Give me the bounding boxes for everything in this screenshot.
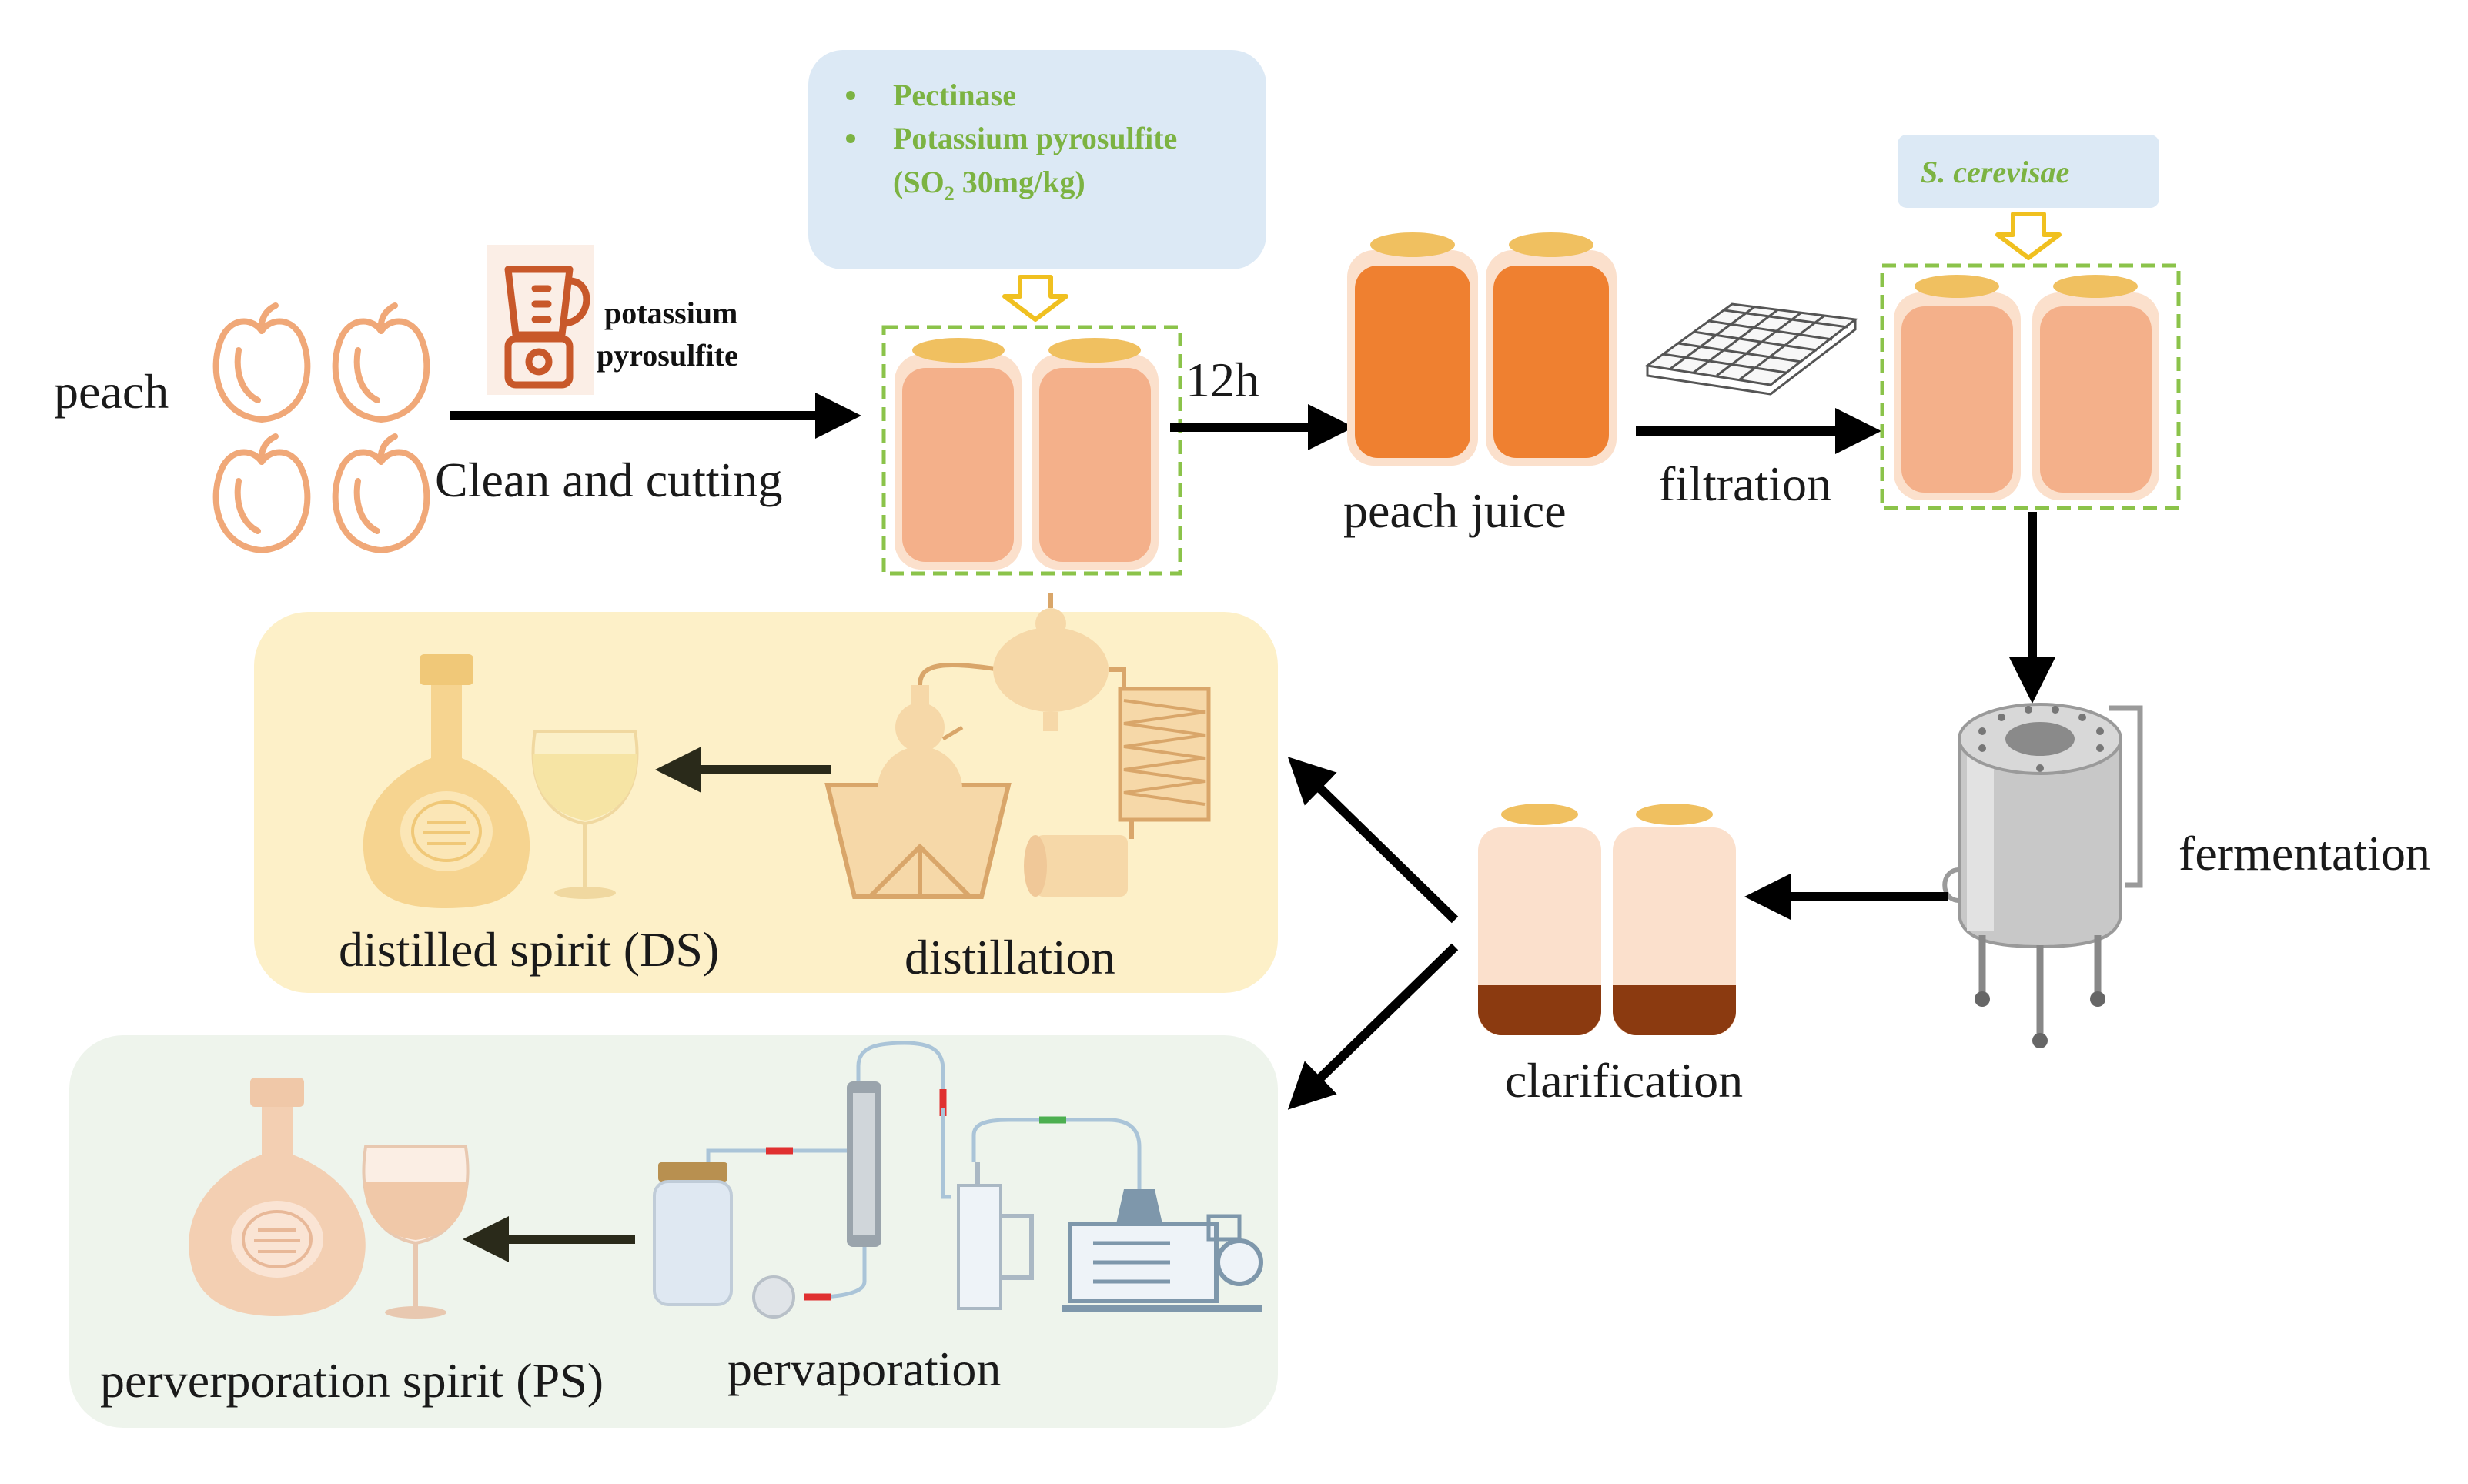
blender-additive-line2: pyrosulfite bbox=[597, 338, 738, 373]
peach-icons bbox=[212, 302, 430, 553]
jar-pair-soaking bbox=[895, 338, 1159, 570]
clean-cutting-label: Clean and cutting bbox=[435, 453, 782, 507]
jar-pair-juice bbox=[1347, 232, 1617, 466]
peach-label: peach bbox=[54, 364, 169, 419]
yeast-label: S. cerevisae bbox=[1921, 155, 2069, 189]
pervaporation-spirit-label: perverporation spirit (PS) bbox=[100, 1353, 604, 1408]
yellow-down-arrow-1 bbox=[1002, 275, 1068, 322]
time-12h-label: 12h bbox=[1186, 353, 1259, 407]
arrow-to-distillation bbox=[1287, 757, 1459, 924]
additive-so2: (SO2 30mg/kg) bbox=[893, 165, 1085, 205]
ps-bottle-icon bbox=[189, 1078, 366, 1316]
green-dashed-box-1 bbox=[881, 325, 1182, 576]
arrow-to-pervaporation bbox=[1287, 943, 1459, 1110]
distillation-apparatus-icon bbox=[824, 593, 1211, 899]
fermentation-label: fermentation bbox=[2179, 826, 2430, 881]
green-dashed-box-2 bbox=[1880, 263, 2181, 510]
clarification-label: clarification bbox=[1505, 1053, 1743, 1108]
ps-glass-icon bbox=[362, 1145, 470, 1319]
distilled-spirit-label: distilled spirit (DS) bbox=[339, 922, 719, 977]
blender-additive-line1: potassium bbox=[604, 296, 737, 330]
peach-juice-label: peach juice bbox=[1343, 483, 1567, 538]
yellow-down-arrow-2 bbox=[1995, 212, 2062, 260]
additive-box bbox=[808, 50, 1266, 269]
yeast-box bbox=[1898, 135, 2159, 208]
filter-mesh-icon bbox=[1644, 302, 1858, 396]
pervaporation-apparatus-icon bbox=[653, 1041, 1263, 1319]
distillation-label: distillation bbox=[905, 930, 1115, 984]
blender-icon bbox=[487, 245, 594, 395]
additive-pectinase: Pectinase bbox=[893, 78, 1016, 112]
distillation-panel bbox=[254, 612, 1278, 993]
jar-pair-inoculated bbox=[1894, 275, 2159, 500]
filtration-label: filtration bbox=[1659, 456, 1831, 511]
jar-pair-clarified bbox=[1478, 804, 1736, 1035]
additive-list: Pectinase Potassium pyrosulfite (SO2 30m… bbox=[846, 78, 1177, 205]
ds-glass-icon bbox=[531, 730, 639, 899]
ds-bottle-icon bbox=[363, 654, 530, 908]
pervaporation-label: pervaporation bbox=[727, 1342, 1001, 1396]
fermentation-tank-icon bbox=[1942, 703, 2143, 1048]
additive-potassium: Potassium pyrosulfite bbox=[893, 121, 1177, 155]
